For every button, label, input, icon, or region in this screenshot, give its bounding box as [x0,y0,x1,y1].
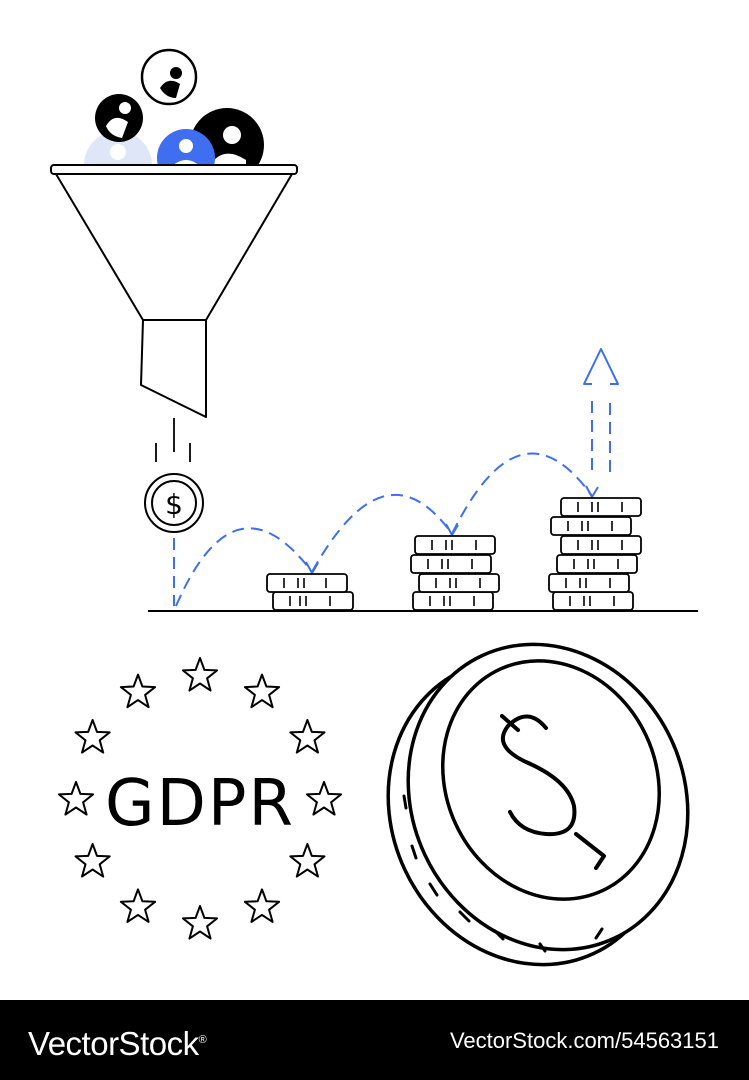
star-icon [74,843,111,878]
falling-dollar-coin: $ [144,418,204,533]
coin-edge-ridges [402,794,604,953]
star-icon [119,888,157,923]
coin-stack-large [548,497,642,611]
star-icon [289,719,326,754]
person-avatar-black [95,94,143,142]
big-dollar-coin [386,642,690,967]
star-icon [57,781,95,816]
person-avatar-top [140,48,198,106]
star-icon [305,781,343,816]
star-icon [181,657,219,692]
image-url: VectorStock.com/54563151 [449,1028,719,1053]
people-avatars [84,48,264,168]
coin-stack-small [266,573,354,611]
person-avatar-light [84,131,152,168]
arrowheads [305,485,599,574]
star-icon [119,673,157,709]
gdpr-label: GDPR [105,767,295,841]
dollar-sign-large [500,714,606,870]
growth-path [173,396,611,607]
star-icon [243,888,281,923]
gdpr-star-ring [57,657,343,940]
star-icon [74,719,111,754]
watermark-footer: VectorStock® VectorStock.com/54563151 [0,1000,749,1080]
coin-stack-medium [410,535,500,611]
brand-logo: VectorStock® [28,1025,207,1062]
star-icon [243,673,281,709]
funnel [50,164,298,418]
growth-arrow-icon [583,348,619,385]
illustration-canvas: $ [50,48,698,967]
star-icon [289,843,326,878]
star-icon [181,905,219,940]
dollar-sign-small: $ [165,488,183,521]
